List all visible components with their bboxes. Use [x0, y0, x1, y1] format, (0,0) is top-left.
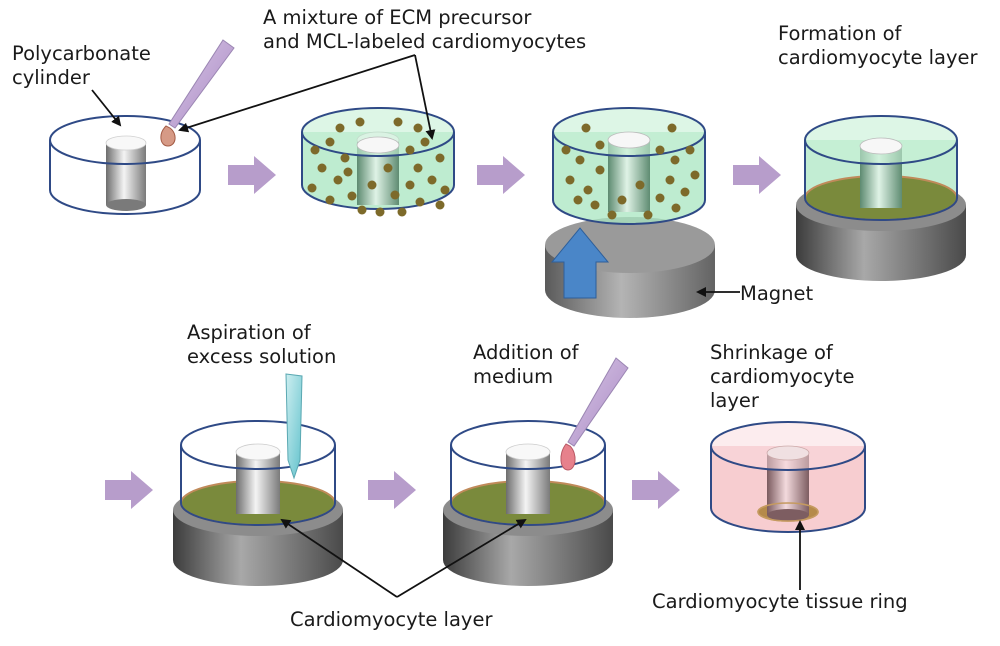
process-arrow-2 — [477, 156, 525, 194]
label-shrinkage-3: layer — [710, 389, 760, 412]
label-addition-1: Addition of — [473, 341, 580, 364]
label-formation-2: cardiomyocyte layer — [778, 46, 979, 69]
label-mixture-1: A mixture of ECM precursor — [263, 6, 532, 29]
process-arrow-4 — [105, 471, 153, 509]
magnet-up-arrow — [550, 227, 610, 299]
label-shrinkage-2: cardiomyocyte — [710, 365, 854, 388]
aspiration-pipette — [285, 373, 303, 480]
step4-dish — [796, 115, 966, 281]
step6-dish — [443, 420, 613, 586]
pointer-layer-1 — [280, 518, 398, 598]
label-shrinkage-1: Shrinkage of — [710, 341, 834, 364]
label-tissue-ring: Cardiomyocyte tissue ring — [652, 590, 908, 613]
label-aspiration-2: excess solution — [187, 345, 336, 368]
step1-dish — [49, 115, 201, 215]
process-arrow-3 — [733, 156, 781, 194]
step3-dish — [552, 107, 706, 225]
step5-dish — [173, 420, 343, 586]
label-polycarbonate-2: cylinder — [12, 66, 91, 89]
step7-dish — [710, 421, 866, 533]
medium-pipette — [560, 357, 629, 471]
pointer-lines — [91, 54, 805, 598]
pointer-layer-2 — [396, 518, 527, 598]
label-aspiration-1: Aspiration of — [187, 321, 312, 344]
pointer-cylinder — [91, 89, 122, 127]
cell-dots — [307, 117, 450, 217]
pipette-ecm — [160, 39, 235, 147]
step2-dish — [301, 107, 455, 217]
pointer-mixture-step2 — [414, 54, 436, 140]
label-cardiomyocyte-layer: Cardiomyocyte layer — [290, 608, 493, 631]
label-polycarbonate-1: Polycarbonate — [12, 42, 151, 65]
labels: Polycarbonate cylinder A mixture of ECM … — [12, 6, 979, 631]
process-arrow-1 — [228, 156, 276, 194]
label-addition-2: medium — [473, 365, 553, 388]
process-arrow-6 — [632, 471, 680, 509]
pointer-mixture-step1 — [178, 54, 416, 133]
label-magnet: Magnet — [740, 282, 814, 305]
label-formation-1: Formation of — [778, 22, 903, 45]
label-mixture-2: and MCL-labeled cardiomyocytes — [263, 30, 586, 53]
process-arrow-5 — [368, 471, 416, 509]
